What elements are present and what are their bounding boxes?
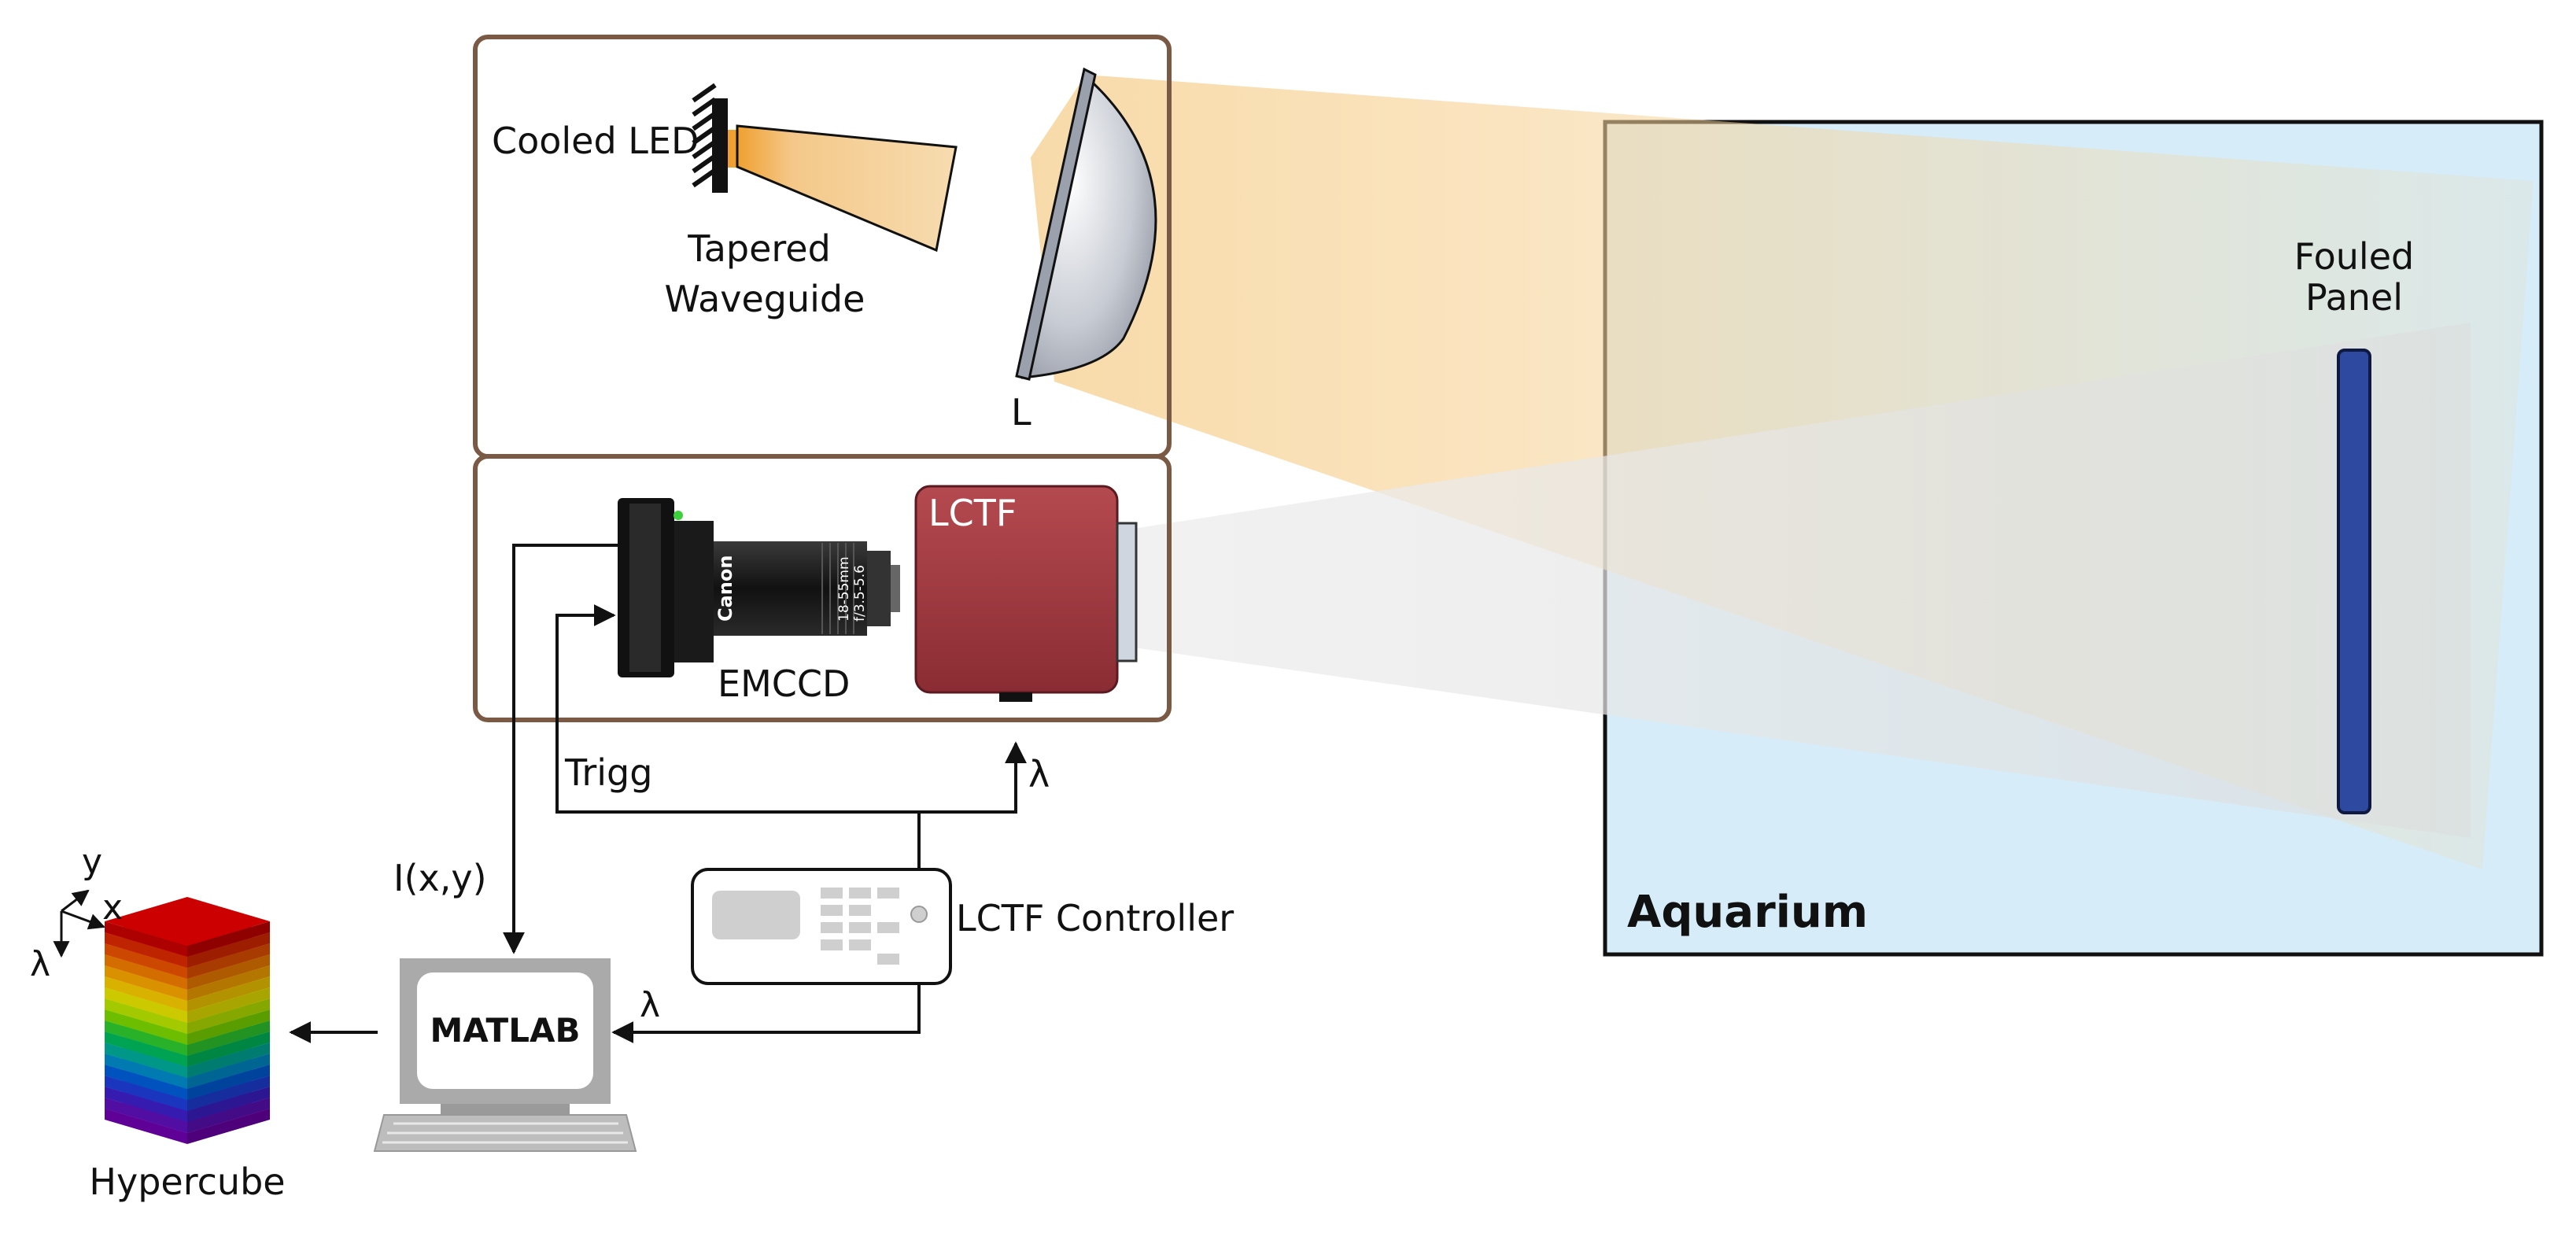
- matlab-computer-icon: [373, 958, 637, 1152]
- hypercube-layer-side: [187, 1087, 270, 1122]
- hypercube-layer-side: [105, 965, 187, 1001]
- hypercube-layer-side: [187, 998, 270, 1034]
- hypercube-layer-side: [105, 954, 187, 990]
- hypercube-layer-side: [187, 1043, 270, 1078]
- hypercube-layer-side: [105, 932, 187, 968]
- tapered-waveguide-label-line2: Waveguide: [665, 278, 865, 320]
- hypercube-layer-side: [105, 987, 187, 1023]
- hypercube-layer-side: [105, 1009, 187, 1045]
- intensity-label: I(x,y): [393, 857, 487, 899]
- hypercube-layer-side: [105, 976, 187, 1012]
- hypercube-layer: [105, 897, 270, 946]
- hypercube-layer-side: [187, 987, 270, 1023]
- lens-spec-line2: f/3.5-5.6: [852, 565, 868, 622]
- hypercube-layer-side: [187, 1098, 270, 1133]
- hypercube-layer-side: [187, 976, 270, 1012]
- aquarium-label: Aquarium: [1627, 887, 1868, 938]
- hypercube-layer-side: [105, 943, 187, 979]
- matlab-lambda-label: λ: [640, 985, 660, 1025]
- hypercube-layer-side: [105, 1054, 187, 1089]
- lctf-controller-icon: [691, 868, 952, 985]
- hypercube-layer-side: [187, 1109, 270, 1144]
- hypercube-layer-side: [105, 1098, 187, 1133]
- cooled-led-label: Cooled LED: [492, 120, 699, 162]
- lens-label: L: [1011, 391, 1032, 434]
- hypercube-layer-side: [105, 1087, 187, 1122]
- hypercube-layer-side: [105, 1109, 187, 1144]
- trigg-label: Trigg: [564, 751, 652, 794]
- fouled-panel-label-line2: Panel: [2305, 276, 2403, 319]
- hypercube-layer-side: [187, 932, 270, 968]
- lctf-connector: [999, 692, 1032, 702]
- hypercube-layer-side: [187, 1054, 270, 1089]
- hypercube-layer-side: [105, 1065, 187, 1100]
- imaging-field-of-view: [1117, 323, 2471, 838]
- lctf-label: LCTF: [928, 492, 1017, 534]
- hypercube-layer-side: [187, 954, 270, 990]
- hypercube-layer-side: [187, 1076, 270, 1111]
- hypercube-layer-side: [187, 1031, 270, 1067]
- lens-spec-line1: 18-55mm: [836, 556, 852, 622]
- lctf-controller-label: LCTF Controller: [956, 897, 1234, 939]
- lctf-window: [1116, 522, 1138, 662]
- hypercube-layer-side: [187, 1009, 270, 1045]
- hypercube-layer-side: [187, 921, 270, 957]
- axis-lambda-label: λ: [30, 944, 50, 984]
- lens-l-icon: [1015, 67, 1157, 381]
- axes-icon: [53, 889, 105, 958]
- hypercube-layer-side: [187, 965, 270, 1001]
- matlab-label: MATLAB: [430, 1011, 581, 1050]
- hypercube-stack: [105, 897, 270, 1144]
- fouled-panel-label-line1: Fouled: [2294, 235, 2414, 278]
- lctf-lambda-label: λ: [1028, 753, 1050, 795]
- hypercube-layer-side: [105, 1043, 187, 1078]
- hypercube-layer-side: [105, 1076, 187, 1111]
- hypercube-layer-side: [105, 1031, 187, 1067]
- axis-y-label: y: [82, 842, 102, 882]
- hypercube-layer-side: [105, 998, 187, 1034]
- hypercube-label: Hypercube: [89, 1161, 285, 1203]
- axis-x-label: x: [102, 888, 123, 928]
- hypercube-layer-side: [105, 921, 187, 957]
- lens-brand-label: Canon: [714, 555, 736, 622]
- fouled-panel: [2337, 349, 2371, 814]
- hypercube-layer-side: [187, 1020, 270, 1056]
- hypercube-layer-side: [105, 1020, 187, 1056]
- cooled-led-icon: [692, 83, 737, 193]
- tapered-waveguide: [736, 124, 958, 253]
- emccd-camera-icon: [618, 498, 900, 677]
- hypercube-layer-side: [187, 1065, 270, 1100]
- hypercube-layer-side: [187, 943, 270, 979]
- emccd-label: EMCCD: [718, 662, 850, 705]
- camera-enclosure: [473, 454, 1172, 722]
- tapered-waveguide-label-line1: Tapered: [687, 227, 831, 270]
